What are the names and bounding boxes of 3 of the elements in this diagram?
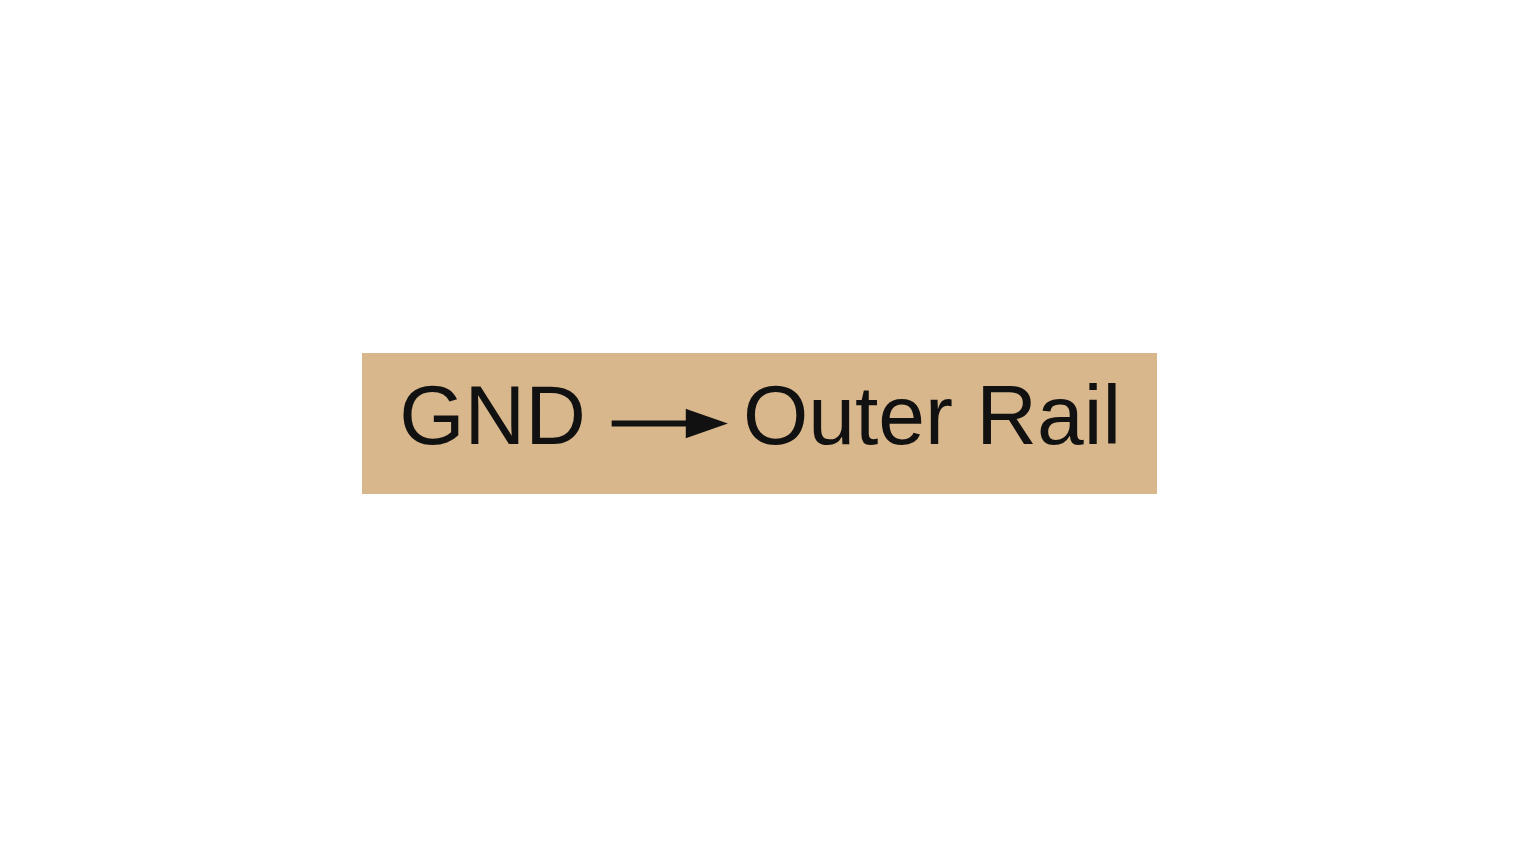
node-text: GND — [398, 367, 586, 462]
arrow — [611, 408, 728, 438]
node-text: Outer Rail — [742, 367, 1121, 462]
